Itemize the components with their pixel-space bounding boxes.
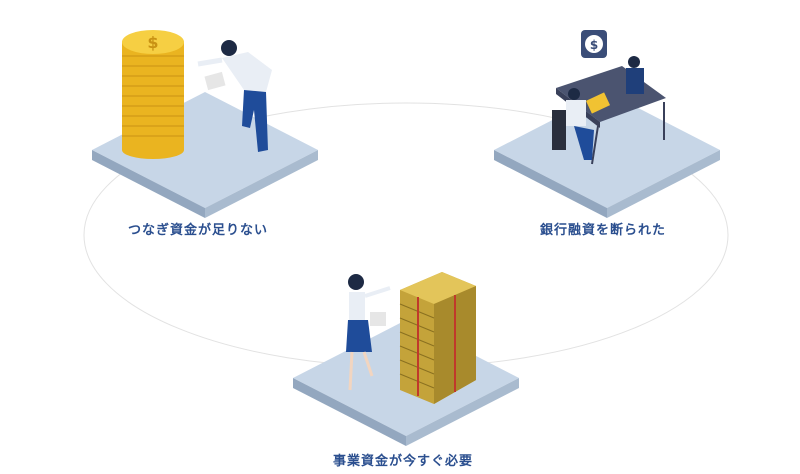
label-bridge-funds-short: つなぎ資金が足りない — [128, 223, 269, 238]
coin-stack-icon: $ — [122, 30, 184, 159]
svg-text:$: $ — [590, 38, 598, 52]
cash-bundles-icon — [399, 272, 476, 404]
svg-text:$: $ — [147, 33, 158, 52]
woman-figure-icon — [346, 274, 391, 391]
man-figure-icon — [197, 40, 272, 152]
label-bank-loan-refused: 銀行融資を断られた — [540, 223, 667, 238]
label-need-funds-now: 事業資金が今すぐ必要 — [333, 454, 474, 469]
bank-meeting-icon: $ — [552, 30, 666, 165]
